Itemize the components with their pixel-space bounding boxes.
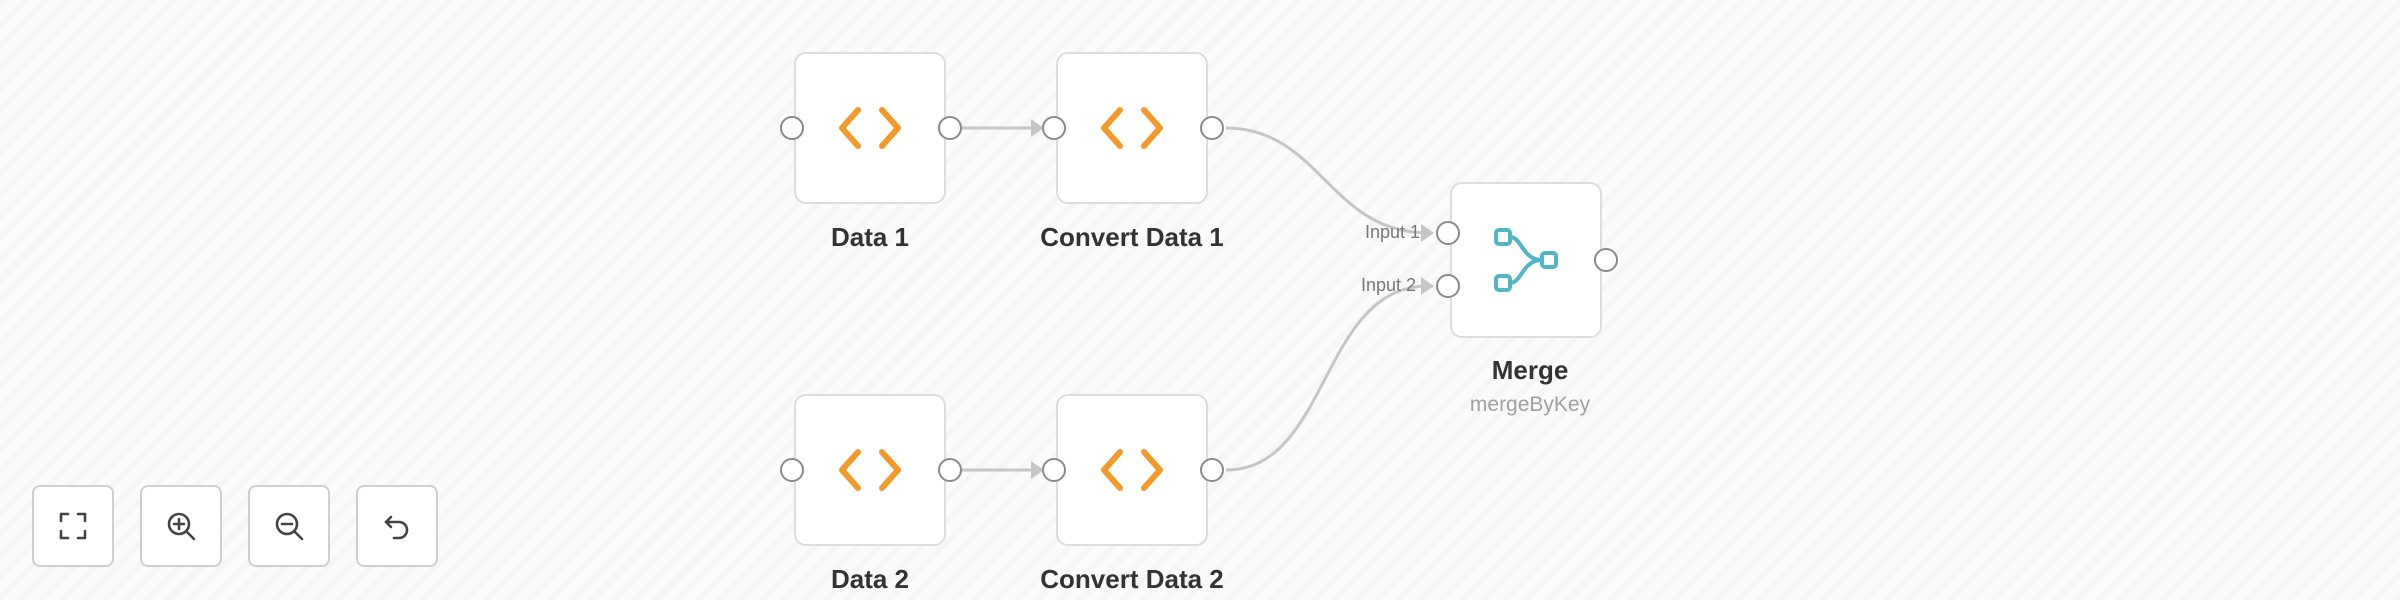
connection-convert2-merge-input2[interactable] [1225, 284, 1429, 472]
connection-arrow-icon [1031, 119, 1044, 137]
code-icon [839, 449, 901, 491]
connection-arrow-icon [1031, 461, 1044, 479]
node-convert-data-1-output-handle[interactable] [1200, 116, 1224, 140]
node-data-1[interactable] [794, 52, 946, 204]
node-merge-output-handle[interactable] [1594, 248, 1618, 272]
merge-input-2-label: Input 2 [1360, 275, 1416, 295]
zoom-out-button[interactable] [248, 485, 330, 567]
node-data-1-label: Data 1 [830, 222, 910, 252]
zoom-in-icon [167, 512, 196, 541]
zoom-out-icon [275, 512, 304, 541]
node-merge-input-1-handle[interactable] [1436, 221, 1460, 245]
node-data-2[interactable] [794, 394, 946, 546]
node-data-1-output-handle[interactable] [938, 116, 962, 140]
node-data-2-input-handle[interactable] [780, 458, 804, 482]
connection-convert1-merge-input1[interactable] [1225, 126, 1429, 235]
reset-zoom-button[interactable] [356, 485, 438, 567]
zoom-in-button[interactable] [140, 485, 222, 567]
node-convert-data-2[interactable] [1056, 394, 1208, 546]
node-data-2-output-handle[interactable] [938, 458, 962, 482]
node-data-1-input-handle[interactable] [780, 116, 804, 140]
merge-icon [1494, 228, 1558, 292]
undo-icon [384, 515, 409, 540]
code-icon [839, 107, 901, 149]
code-icon [1101, 449, 1163, 491]
fullscreen-icon [59, 512, 87, 540]
node-data-2-label: Data 2 [830, 564, 910, 594]
code-icon [1101, 107, 1163, 149]
merge-input-1-label: Input 1 [1364, 222, 1420, 242]
connection-arrow-icon [1421, 277, 1434, 295]
node-convert-data-1-input-handle[interactable] [1042, 116, 1066, 140]
node-merge-subtitle: mergeByKey [1469, 393, 1591, 416]
node-convert-data-2-label: Convert Data 2 [1040, 564, 1224, 594]
node-convert-data-1-label: Convert Data 1 [1040, 222, 1224, 252]
node-convert-data-1[interactable] [1056, 52, 1208, 204]
connection-arrow-icon [1421, 224, 1434, 242]
zoom-to-fit-button[interactable] [32, 485, 114, 567]
node-merge[interactable] [1450, 182, 1602, 338]
node-merge-label: Merge [1491, 355, 1569, 385]
node-convert-data-2-input-handle[interactable] [1042, 458, 1066, 482]
node-convert-data-2-output-handle[interactable] [1200, 458, 1224, 482]
node-merge-input-2-handle[interactable] [1436, 274, 1460, 298]
